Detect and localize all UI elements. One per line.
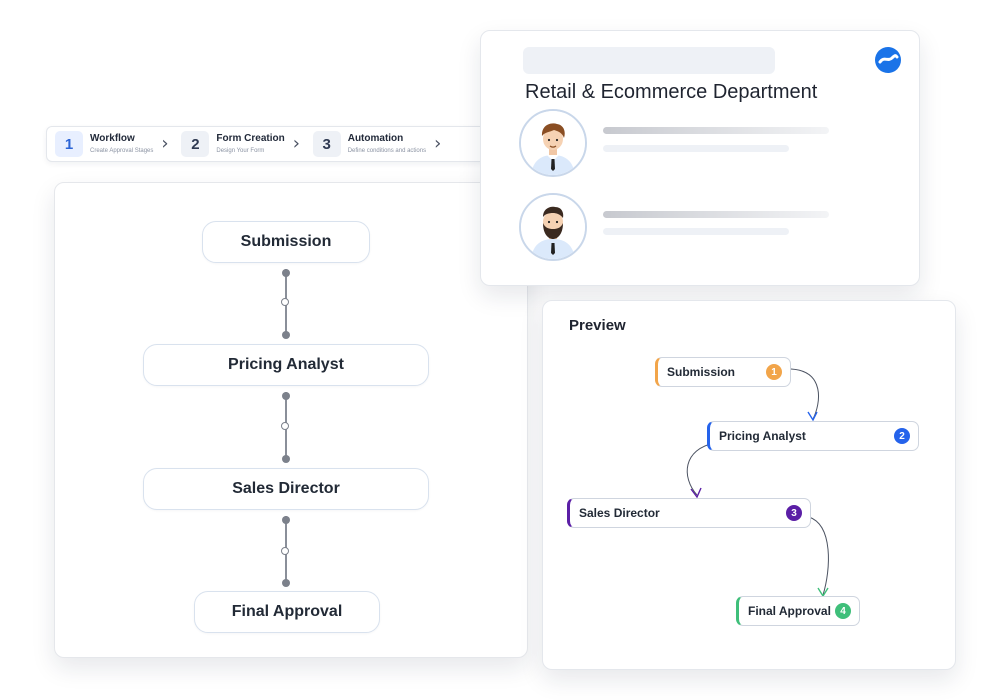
preview-node-submission[interactable]: Submission 1 — [655, 357, 791, 387]
member-row[interactable] — [519, 109, 587, 177]
preview-panel: Preview Submission 1 Pricing Analyst 2 S… — [542, 300, 956, 670]
man-avatar-icon — [519, 109, 587, 177]
preview-node-label: Submission — [667, 365, 736, 379]
step-title: Form Creation — [216, 133, 285, 144]
department-title: Retail & Ecommerce Department — [525, 81, 818, 103]
workflow-stage-final-approval[interactable]: Final Approval — [194, 591, 380, 633]
step-badge: 2 — [894, 428, 910, 444]
step-number: 3 — [312, 131, 341, 157]
add-stage-button[interactable] — [281, 422, 289, 430]
preview-node-label: Pricing Analyst — [719, 429, 806, 443]
workflow-stage-sales-director[interactable]: Sales Director — [143, 468, 429, 510]
skeleton-placeholder — [523, 47, 775, 74]
step-title: Automation — [347, 133, 404, 144]
add-stage-button[interactable] — [281, 298, 289, 306]
chevron-right-icon: › — [434, 133, 442, 154]
chevron-right-icon: › — [292, 133, 300, 154]
skeleton-line — [603, 127, 829, 134]
department-card: Retail & Ecommerce Department — [480, 30, 920, 286]
step-workflow[interactable]: 1 Workflow Create Approval Stages — [55, 131, 153, 157]
skeleton-line — [603, 228, 789, 235]
preview-node-sales-director[interactable]: Sales Director 3 — [567, 498, 811, 528]
stage-connector — [281, 392, 290, 463]
flow-arrows — [686, 368, 829, 598]
step-number: 1 — [55, 131, 83, 157]
skeleton-line — [603, 211, 829, 218]
member-row[interactable] — [519, 193, 587, 261]
preview-node-label: Sales Director — [579, 506, 660, 520]
preview-node-label: Final Approval — [748, 604, 831, 618]
brand-wave-icon — [875, 47, 901, 73]
step-automation[interactable]: 3 Automation Define conditions and actio… — [312, 131, 427, 157]
step-badge: 4 — [835, 603, 851, 619]
workflow-stage-submission[interactable]: Submission — [202, 221, 370, 263]
workflow-stage-pricing-analyst[interactable]: Pricing Analyst — [143, 344, 429, 386]
chevron-right-icon: › — [161, 133, 169, 154]
step-subtitle: Design Your Form — [216, 148, 265, 154]
stage-connector — [281, 269, 290, 339]
skeleton-line — [603, 145, 789, 152]
bearded-man-avatar-icon — [519, 193, 587, 261]
step-subtitle: Define conditions and actions — [347, 148, 427, 154]
preview-title: Preview — [569, 317, 626, 334]
stage-connector — [281, 516, 290, 587]
step-title: Workflow — [90, 133, 135, 144]
preview-node-pricing-analyst[interactable]: Pricing Analyst 2 — [707, 421, 919, 451]
step-subtitle: Create Approval Stages — [90, 148, 154, 154]
preview-node-final-approval[interactable]: Final Approval 4 — [736, 596, 860, 626]
step-form-creation[interactable]: 2 Form Creation Design Your Form — [181, 131, 285, 157]
workflow-builder-canvas: Submission Pricing Analyst Sales Directo… — [54, 182, 528, 658]
workflow-stepper: 1 Workflow Create Approval Stages › 2 Fo… — [46, 126, 486, 162]
add-stage-button[interactable] — [281, 547, 289, 555]
step-badge: 1 — [766, 364, 782, 380]
step-number: 2 — [181, 131, 210, 157]
step-badge: 3 — [786, 505, 802, 521]
